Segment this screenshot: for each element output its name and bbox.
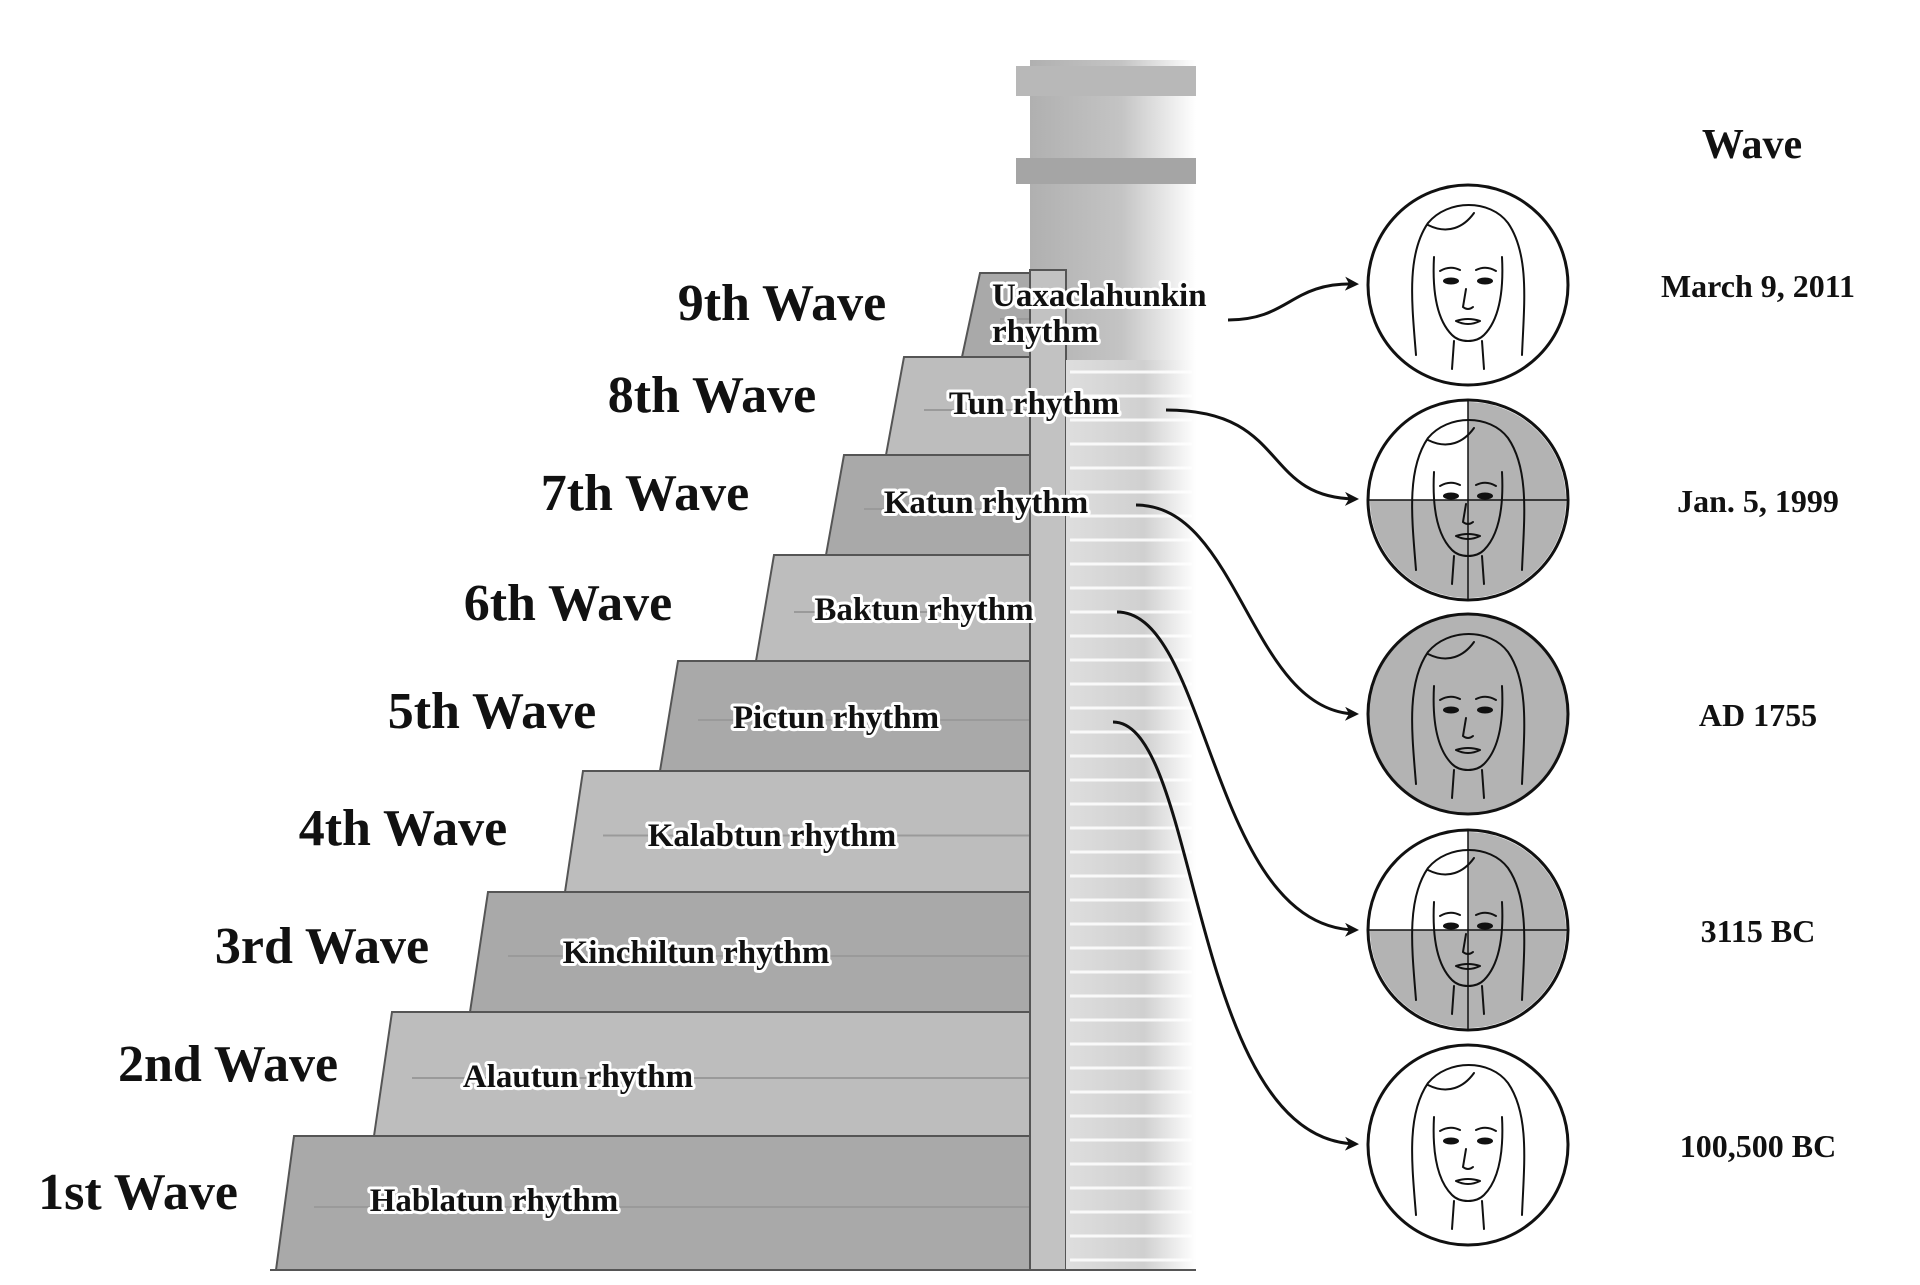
- rhythm-label: Alautun rhythm: [463, 1059, 693, 1095]
- face-icon: [1366, 1043, 1570, 1247]
- face-icon: [1366, 828, 1570, 1032]
- arrow-icon: [1112, 720, 1359, 1151]
- arrow-icon: [1135, 503, 1359, 721]
- stair-rail: [1029, 269, 1067, 1271]
- date-label: 100,500 BC: [1680, 1128, 1836, 1164]
- wave-labels: 1st Wave 2nd Wave 3rd Wave 4th Wave 5th Wave…: [38, 275, 886, 1221]
- arrow-icon: [1227, 276, 1359, 322]
- face-icon: [1366, 183, 1570, 387]
- wave-label: 5th Wave: [388, 683, 597, 740]
- date-label: AD 1755: [1699, 697, 1817, 733]
- wave-label: 2nd Wave: [118, 1036, 338, 1093]
- wave-label: 8th Wave: [608, 367, 817, 424]
- rhythm-label: Uaxaclahunkin: [992, 278, 1207, 314]
- rhythm-label: Tun rhythm: [949, 386, 1119, 422]
- date-label: March 9, 2011: [1661, 268, 1855, 304]
- header-title: Wave: [1702, 122, 1802, 168]
- arrow-icon: [1165, 408, 1359, 506]
- rhythm-label: Kinchiltun rhythm: [563, 935, 830, 971]
- rhythm-label: Baktun rhythm: [814, 592, 1033, 628]
- wave-label: 7th Wave: [541, 465, 750, 522]
- face-icon: [1366, 398, 1570, 602]
- wave-label: 3rd Wave: [215, 918, 429, 975]
- date-label: 3115 BC: [1701, 913, 1816, 949]
- face-icon: [1366, 612, 1570, 816]
- rhythm-labels: Hablatun rhythm Alautun rhythm Kinchiltun …: [367, 275, 1210, 1222]
- tower-cap: [1016, 66, 1196, 96]
- wave-label: 9th Wave: [678, 275, 887, 332]
- arrow-icon: [1116, 610, 1359, 937]
- wave-label: 4th Wave: [299, 800, 508, 857]
- rhythm-label: Katun rhythm: [884, 485, 1088, 521]
- rhythm-label: Hablatun rhythm: [370, 1183, 618, 1219]
- rhythm-label: Pictun rhythm: [733, 700, 939, 736]
- rhythm-label: Kalabtun rhythm: [648, 818, 896, 854]
- wave-label: 6th Wave: [464, 575, 673, 632]
- arrows: [1112, 276, 1359, 1151]
- pyramid: [270, 60, 1196, 1271]
- date-label: Jan. 5, 1999: [1677, 483, 1839, 519]
- wave-label: 1st Wave: [38, 1164, 238, 1221]
- tower-band: [1016, 158, 1196, 184]
- rhythm-label: rhythm: [992, 314, 1098, 350]
